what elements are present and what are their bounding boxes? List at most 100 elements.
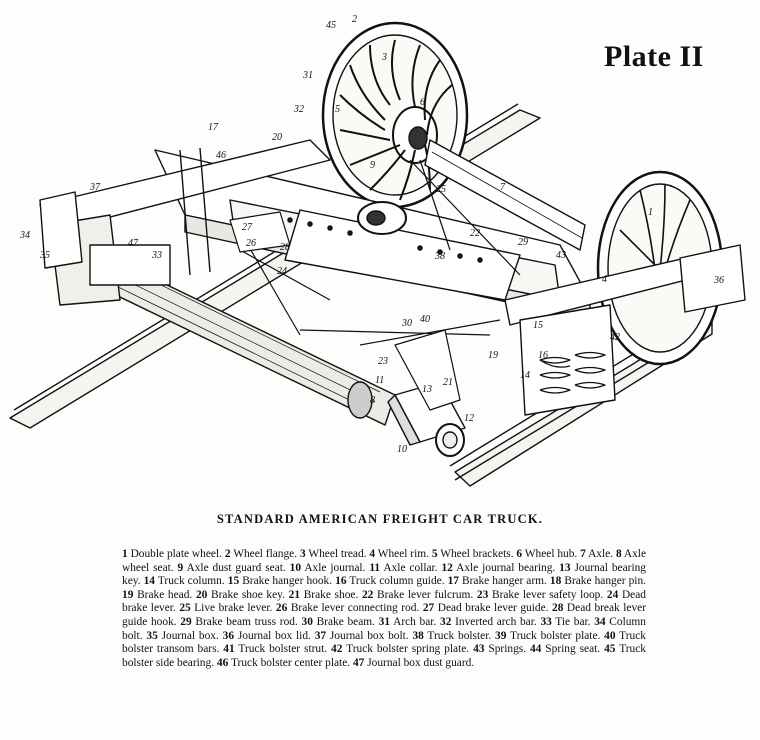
callout-11: 11 — [375, 375, 384, 386]
callout-45: 45 — [326, 20, 336, 31]
callout-13: 13 — [422, 384, 432, 395]
legend-entry: 31 Arch bar. — [379, 616, 437, 628]
legend-label: Brake hanger pin. — [564, 575, 647, 588]
plate-title: Plate II — [604, 40, 704, 73]
legend-number: 41 — [223, 643, 235, 656]
legend-entry: 9 Axle dust guard seat. — [178, 562, 286, 574]
legend-label: Axle. — [588, 548, 614, 560]
legend-number: 40 — [604, 629, 616, 642]
legend-number: 16 — [335, 575, 347, 588]
legend-entry: 29 Brake beam truss rod. — [180, 616, 298, 628]
legend-number: 34 — [594, 615, 606, 628]
legend-label: Inverted arch bar. — [455, 615, 537, 628]
legend-number: 4 — [369, 548, 376, 560]
callout-38: 38 — [434, 251, 445, 262]
callout-42: 42 — [610, 332, 620, 343]
legend-number: 42 — [331, 643, 343, 656]
legend-entry: 14 Truck column. — [144, 575, 225, 587]
legend-entry: 2 Wheel flange. — [225, 548, 297, 560]
legend-entry: 17 Brake hanger arm. — [448, 575, 547, 587]
legend-entry: 30 Brake beam. — [302, 616, 375, 628]
callout-23: 23 — [378, 356, 388, 367]
legend-number: 7 — [580, 548, 586, 560]
legend-entry: 27 Dead brake lever guide. — [423, 602, 549, 614]
legend-label: Brake hanger arm. — [462, 575, 547, 588]
legend-entry: 20 Brake shoe key. — [196, 589, 285, 601]
callout-12: 12 — [464, 413, 474, 424]
brake-rigging — [229, 159, 521, 411]
legend-number: 30 — [301, 615, 313, 628]
callout-27: 27 — [242, 222, 253, 233]
legend-entry: 13 Journal bearing key. — [122, 562, 646, 588]
legend-entry: 28 Dead break lever guide hook. — [122, 602, 646, 628]
callout-26: 26 — [246, 238, 256, 249]
legend-number: 24 — [606, 588, 619, 601]
legend-entry: 25 Live brake lever. — [179, 602, 272, 614]
legend-number: 23 — [476, 588, 489, 601]
legend-entry: 44 Spring seat. — [530, 643, 600, 655]
legend-entry: 8 Axle wheel seat. — [122, 548, 646, 574]
callout-6: 6 — [420, 97, 425, 108]
callout-46: 46 — [216, 150, 226, 161]
legend-number: 3 — [299, 548, 306, 560]
callout-16: 16 — [538, 350, 548, 361]
legend-entry: 35 Journal box. — [146, 630, 218, 642]
legend-number: 14 — [143, 575, 155, 588]
callout-30: 30 — [401, 318, 412, 329]
callout-32: 32 — [293, 104, 304, 115]
legend-label: Journal box bolt. — [329, 629, 409, 642]
callout-36: 36 — [713, 275, 724, 286]
legend-entry: 37 Journal box bolt. — [315, 630, 409, 642]
parts-legend: 1 Double plate wheel. 2 Wheel flange. 3 … — [122, 548, 646, 670]
legend-entry: 12 Axle journal bearing. — [441, 562, 555, 574]
legend-entry: 4 Wheel rim. — [369, 548, 429, 560]
legend-label: Springs. — [488, 643, 527, 656]
legend-label: Brake head. — [137, 588, 193, 601]
legend-entry: 42 Truck bolster spring plate. — [331, 643, 469, 655]
callout-40: 40 — [420, 314, 430, 325]
part-number-callouts: 1 2 3 4 5 6 7 8 9 10 11 12 13 14 15 16 1… — [19, 14, 724, 455]
legend-number: 19 — [122, 588, 134, 601]
legend-label: Axle journal. — [304, 561, 366, 574]
legend-number: 13 — [559, 561, 571, 574]
legend-entry: 18 Brake hanger pin. — [550, 575, 646, 587]
callout-35: 35 — [39, 250, 50, 261]
callout-5: 5 — [335, 104, 340, 115]
legend-entry: 43 Springs. — [473, 643, 526, 655]
legend-entry: 1 Double plate wheel. — [122, 548, 222, 560]
legend-label: Dead brake lever. — [122, 588, 646, 615]
legend-label: Wheel tread. — [308, 548, 367, 560]
callout-19: 19 — [488, 350, 498, 361]
legend-label: Brake shoe key. — [211, 588, 285, 601]
legend-number: 43 — [473, 643, 485, 656]
legend-label: Axle collar. — [383, 561, 438, 574]
legend-number: 32 — [440, 615, 452, 628]
legend-label: Truck bolster plate. — [510, 629, 601, 642]
callout-7: 7 — [500, 182, 506, 193]
legend-entry: 26 Brake lever connecting rod. — [276, 602, 419, 614]
legend-label: Tie bar. — [555, 615, 591, 628]
legend-number: 46 — [216, 656, 229, 669]
legend-entry: 21 Brake shoe. — [289, 589, 359, 601]
legend-label: Brake lever safety loop. — [491, 588, 604, 601]
callout-21: 21 — [443, 377, 453, 388]
side-frame-left — [39, 139, 331, 306]
legend-entry: 6 Wheel hub. — [516, 548, 577, 560]
legend-number: 10 — [289, 561, 302, 574]
legend-number: 39 — [495, 629, 507, 642]
legend-number: 1 — [122, 548, 128, 560]
legend-number: 35 — [146, 629, 158, 642]
legend-number: 20 — [195, 588, 208, 601]
callout-9: 9 — [370, 160, 375, 171]
callout-28: 28 — [280, 242, 290, 253]
legend-number: 25 — [179, 602, 191, 615]
callout-10: 10 — [397, 444, 407, 455]
legend-label: Truck column guide. — [349, 575, 445, 588]
truck-illustration: 1 2 3 4 5 6 7 8 9 10 11 12 13 14 15 16 1… — [9, 14, 746, 487]
callout-34: 34 — [19, 230, 30, 241]
legend-label: Column bolt. — [122, 615, 646, 642]
legend-entry: 15 Brake hanger hook. — [228, 575, 332, 587]
legend-number: 47 — [352, 656, 365, 669]
legend-number: 8 — [615, 548, 622, 560]
legend-entry: 40 Truck bolster transom bars. — [122, 630, 646, 656]
